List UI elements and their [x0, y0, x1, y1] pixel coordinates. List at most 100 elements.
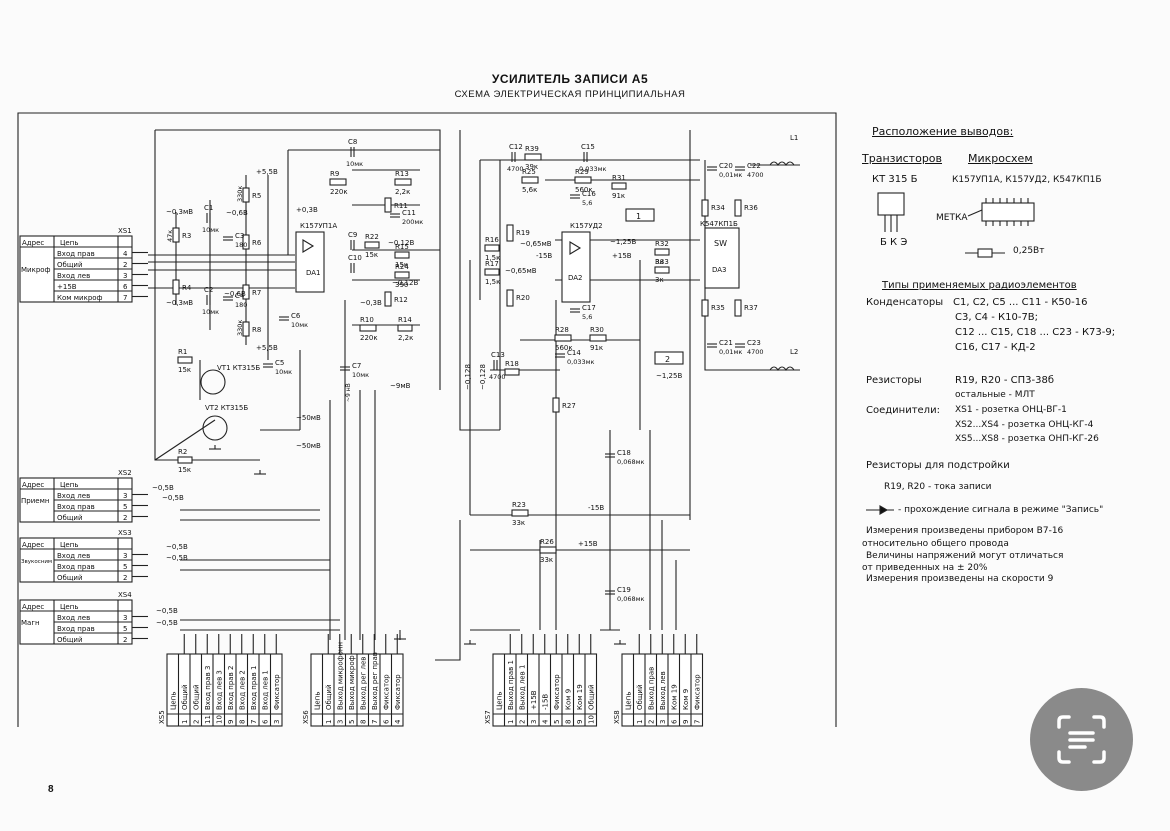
connectors-line-3: XS5...XS8 - розетка ОНП-КГ-26 — [955, 434, 1099, 444]
resistor-value-r2: 15к — [178, 466, 191, 474]
inductor-l2 — [769, 366, 795, 371]
connector-pin: 4 — [542, 719, 550, 724]
resistor-ref-r27: R27 — [562, 402, 576, 410]
ic-ref-da3: DA3 — [712, 266, 727, 274]
connector-row-name: Ком микроф — [57, 294, 103, 302]
resistor-value-r32: 3к — [655, 258, 664, 266]
connector-group-xs4: Магн — [21, 619, 40, 627]
connector-row-name: Фиксатор — [694, 674, 702, 710]
pinout-title: Расположение выводов: — [872, 125, 1014, 138]
connector-header-circuit: Цепь — [314, 692, 322, 710]
resistor-ref-r3: R3 — [182, 232, 191, 240]
capacitor-ref-c2: C2 — [204, 286, 213, 294]
resistor-r39 — [524, 153, 542, 161]
voltage-label: ~50мВ — [296, 414, 321, 422]
capacitor-ref-c21: C21 — [719, 339, 733, 347]
capacitor-value-c14: 0,033мк — [567, 358, 595, 366]
connector-row-name: Общий — [193, 684, 201, 710]
connector-pin: 8 — [239, 720, 247, 724]
voltage-label: +5,5В — [256, 168, 278, 176]
connector-pin: 5 — [123, 563, 127, 571]
resistor-ref-r2: R2 — [178, 448, 187, 456]
scan-document-button[interactable] — [1030, 688, 1133, 791]
resistor-ref-r39: R39 — [525, 145, 539, 153]
resistor-r2 — [177, 456, 193, 464]
capacitor-value-c20: 0,01мк — [719, 171, 742, 179]
resistor-r25 — [521, 176, 539, 184]
resistor-r7 — [242, 284, 250, 300]
measure-line-2: относительно общего провода — [862, 539, 1009, 549]
connector-group-xs3: Звукосним — [21, 559, 52, 565]
voltage-label: ~1,25В — [656, 372, 682, 380]
terminal-label-2: 2 — [665, 355, 670, 364]
ics-title: Микросхем — [968, 152, 1033, 165]
capacitor-ref-c9: C9 — [348, 231, 357, 239]
connector-pin: 3 — [530, 720, 538, 724]
connector-row-name: Ком 9 — [682, 689, 690, 710]
connector-header-circuit: Цепь — [60, 541, 78, 549]
measure-line-3: Величины напряжений могут отличаться — [866, 551, 1064, 561]
signal-path-note: - прохождение сигнала в режиме "Запись" — [898, 505, 1104, 515]
resistor-r35 — [701, 299, 709, 317]
capacitor-ref-c13: C13 — [491, 351, 505, 359]
voltage-label: ~0,3мВ — [166, 208, 193, 216]
connector-pin: 3 — [123, 552, 127, 560]
opamp-symbol — [302, 239, 315, 253]
resistor-ref-r14: R14 — [398, 316, 412, 324]
capacitor-ref-c15: C15 — [581, 143, 595, 151]
voltage-label: ~0,3мВ — [166, 299, 193, 307]
connector-row-name: Выход рег лев — [360, 657, 368, 710]
document-scan-icon — [1057, 715, 1106, 764]
connector-row-name: Вход лев — [57, 552, 90, 560]
resistor-value-r25: 5,6к — [522, 186, 537, 194]
connector-row-name: Вход прав — [57, 503, 95, 511]
connector-pin: 2 — [123, 514, 127, 522]
resistor-value-r16: 1,5к — [485, 254, 500, 262]
connector-pin: 8 — [565, 720, 573, 724]
connector-header-circuit: Цепь — [60, 481, 78, 489]
connector-pin: 6 — [383, 719, 391, 724]
mark-pointer — [967, 209, 983, 217]
inductor-ref-l2: L2 — [790, 348, 798, 356]
capacitor-ref-c5: C5 — [275, 359, 284, 367]
resistor-r18 — [504, 368, 520, 376]
terminal-2 — [654, 351, 684, 365]
capacitor-value-c16: 5,6 — [582, 199, 592, 207]
tune-line-1: R19, R20 - тока записи — [884, 482, 992, 492]
ic-da3 — [704, 227, 740, 289]
transistors-title: Транзисторов — [862, 152, 943, 165]
resistor-value-r9: 220к — [330, 188, 348, 196]
resistor-value-r23: 33к — [512, 519, 525, 527]
ic-package-icon — [981, 202, 1035, 222]
connector-pin: 1 — [636, 720, 644, 724]
ic-type-da2: К157УД2 — [570, 222, 603, 230]
page-title: УСИЛИТЕЛЬ ЗАПИСИ А5 — [491, 72, 649, 86]
capacitor-ref-c6: C6 — [291, 312, 301, 320]
capacitor-ref-c7: C7 — [352, 362, 361, 370]
connector-pin: 6 — [123, 283, 128, 291]
capacitor-ref-c1: C1 — [204, 204, 213, 212]
resistors-line-1: R19, R20 - СП3-38б — [955, 375, 1055, 386]
ic-ref-da1: DA1 — [306, 269, 321, 277]
resistor-value-r3: 47к — [166, 230, 174, 242]
capacitor-ref-c12: C12 — [509, 143, 523, 151]
resistor-ref-r25: R25 — [522, 168, 536, 176]
connector-header-circuit: Цепь — [170, 692, 178, 710]
connector-row-name: +15В — [57, 283, 77, 291]
capacitor-value-c21: 0,01мк — [719, 348, 742, 356]
mark-label: МЕТКА — [936, 213, 968, 223]
terminal-label-1: 1 — [636, 212, 641, 221]
connector-header-address: Адрес — [22, 239, 44, 247]
resistor-r34 — [701, 199, 709, 217]
resistor-ref-r37: R37 — [744, 304, 758, 312]
page-subtitle: СХЕМА ЭЛЕКТРИЧЕСКАЯ ПРИНЦИПИАЛЬНАЯ — [454, 89, 686, 100]
connector-ref-xs3: XS3 — [118, 529, 132, 537]
connector-row-name: Выход прав 1 — [507, 660, 515, 710]
voltage-label: ~1,25В — [610, 238, 636, 246]
resistors-line-2: остальные - МЛТ — [955, 390, 1035, 400]
capacitor-ref-c11: C11 — [402, 209, 416, 217]
resistor-value-r5: 330к — [236, 186, 244, 202]
transistor-ref-vt2: VT2 КТ315Б — [205, 404, 248, 412]
connector-row-name: Вход прав 1 — [250, 666, 258, 710]
connector-ref-xs2: XS2 — [118, 469, 132, 477]
